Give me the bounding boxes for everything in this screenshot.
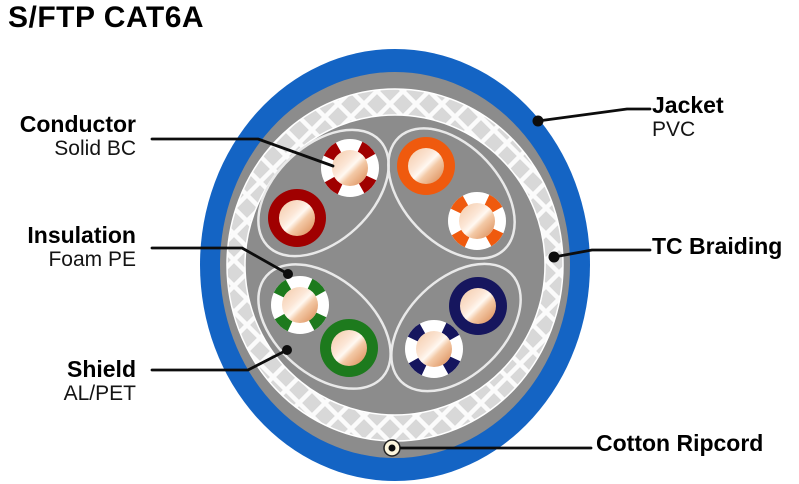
callout-shield-label: Shield [66, 356, 136, 382]
pair-shield-bottom-left [257, 263, 392, 390]
wire-striped-blue [405, 320, 463, 378]
leader-conductor [150, 137, 335, 168]
pair-shield-top-right [387, 127, 516, 260]
leader-shield [150, 348, 289, 372]
leader-dot-shield [282, 345, 292, 355]
pair-shield-top-left [257, 128, 390, 258]
callout-jacket-label: Jacket [652, 92, 724, 118]
inner-filler-disc [244, 114, 546, 416]
copper-conductor [459, 203, 495, 239]
wire-striped-green [271, 276, 329, 334]
callout-insulation-value: Foam PE [48, 248, 136, 271]
leader-dot-insulation [283, 269, 293, 279]
page-title: S/FTP CAT6A [8, 1, 205, 34]
leader-tc-braiding [552, 248, 652, 259]
callout-shield: Shield AL/PET [0, 356, 136, 406]
callout-cotton-ripcord-label: Cotton Ripcord [596, 430, 764, 456]
copper-conductor [460, 288, 496, 324]
copper-conductor [282, 287, 318, 323]
pair-shield-bottom-right [390, 262, 522, 393]
copper-conductor [331, 330, 367, 366]
copper-conductor [408, 148, 444, 184]
wire-striped-red [321, 139, 379, 197]
wire-solid-red [268, 189, 326, 247]
callout-cotton-ripcord: Cotton Ripcord [596, 431, 763, 456]
callout-conductor: Conductor Solid BC [0, 111, 136, 161]
callout-shield-value: AL/PET [63, 382, 136, 405]
leader-dot-tc-braiding [548, 251, 560, 263]
callout-conductor-value: Solid BC [54, 137, 136, 160]
leader-dot-jacket [532, 115, 544, 127]
wire-striped-orange [448, 192, 506, 250]
copper-conductor [279, 200, 315, 236]
leader-insulation [150, 246, 290, 276]
callout-insulation-label: Insulation [27, 222, 136, 248]
callout-conductor-label: Conductor [19, 111, 136, 137]
wire-solid-green [320, 319, 378, 377]
wire-solid-orange [397, 137, 455, 195]
wire-solid-blue [449, 277, 507, 335]
copper-conductor [416, 331, 452, 367]
cotton-ripcord-marker [383, 439, 401, 457]
leader-jacket [536, 107, 652, 123]
callout-jacket: Jacket PVC [652, 92, 724, 142]
callout-tc-braiding: TC Braiding [652, 234, 782, 259]
copper-conductor [332, 150, 368, 186]
callout-tc-braiding-label: TC Braiding [652, 233, 783, 259]
callout-jacket-value: PVC [652, 118, 696, 141]
callout-insulation: Insulation Foam PE [0, 222, 136, 272]
